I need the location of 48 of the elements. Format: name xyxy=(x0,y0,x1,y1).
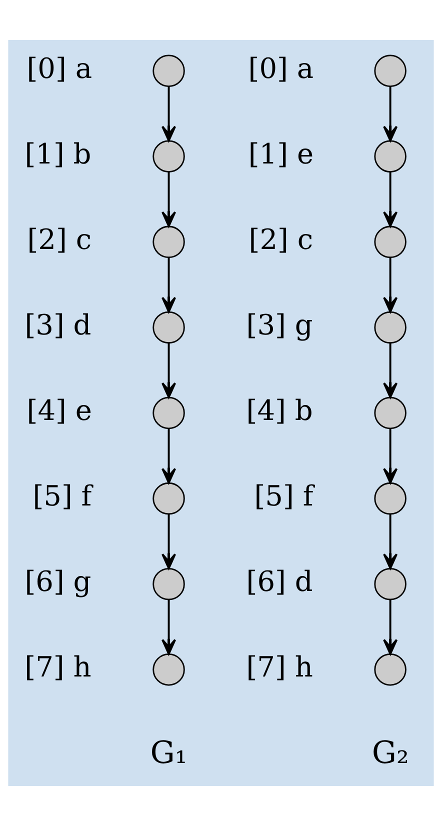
node-circle xyxy=(152,140,185,172)
arrow xyxy=(161,428,176,484)
arrow xyxy=(383,86,398,142)
node-circle xyxy=(374,654,406,686)
node-circle xyxy=(152,226,185,258)
arrow xyxy=(383,428,398,484)
node-circle xyxy=(152,654,185,686)
node-label: [2] c xyxy=(27,222,92,256)
node-label: [6] d xyxy=(246,565,313,598)
node-circle xyxy=(152,568,185,600)
arrow xyxy=(383,172,398,228)
node-label: [5] f xyxy=(32,480,92,513)
node-circle xyxy=(374,140,406,172)
arrow xyxy=(161,514,176,570)
node-label: [7] h xyxy=(24,650,92,684)
node-label: [0] a xyxy=(26,52,92,85)
label: G₁ xyxy=(150,735,188,772)
node-label: [1] b xyxy=(24,137,92,170)
node-circle xyxy=(152,396,185,430)
node-label: [3] d xyxy=(24,308,92,342)
node-circle xyxy=(374,311,406,344)
arrow xyxy=(161,257,176,313)
node-label: [7] h xyxy=(246,650,313,684)
node-label: [6] g xyxy=(24,565,92,598)
node-circle xyxy=(374,568,406,600)
node-label: [4] e xyxy=(26,394,92,428)
node-label: [0] a xyxy=(248,52,314,85)
label: G₂ xyxy=(372,735,409,772)
node-label: [3] g xyxy=(246,308,313,342)
arrow xyxy=(161,342,176,398)
node-circle xyxy=(374,482,406,515)
node-label: [2] c xyxy=(248,222,314,256)
arrow xyxy=(383,514,398,570)
node-circle xyxy=(374,396,406,430)
arrow xyxy=(161,172,176,228)
node-circle xyxy=(152,482,185,515)
arrow xyxy=(383,342,398,398)
arrow xyxy=(161,86,176,142)
node-label: [5] f xyxy=(254,480,314,513)
node-circle xyxy=(374,226,406,258)
node-circle xyxy=(152,311,185,344)
node-circle xyxy=(152,54,185,87)
arrow xyxy=(161,600,176,655)
node-label: [4] b xyxy=(246,394,313,428)
arrow xyxy=(383,600,398,655)
arrow xyxy=(383,257,398,313)
node-label: [1] e xyxy=(248,137,314,170)
node-circle xyxy=(374,54,406,87)
